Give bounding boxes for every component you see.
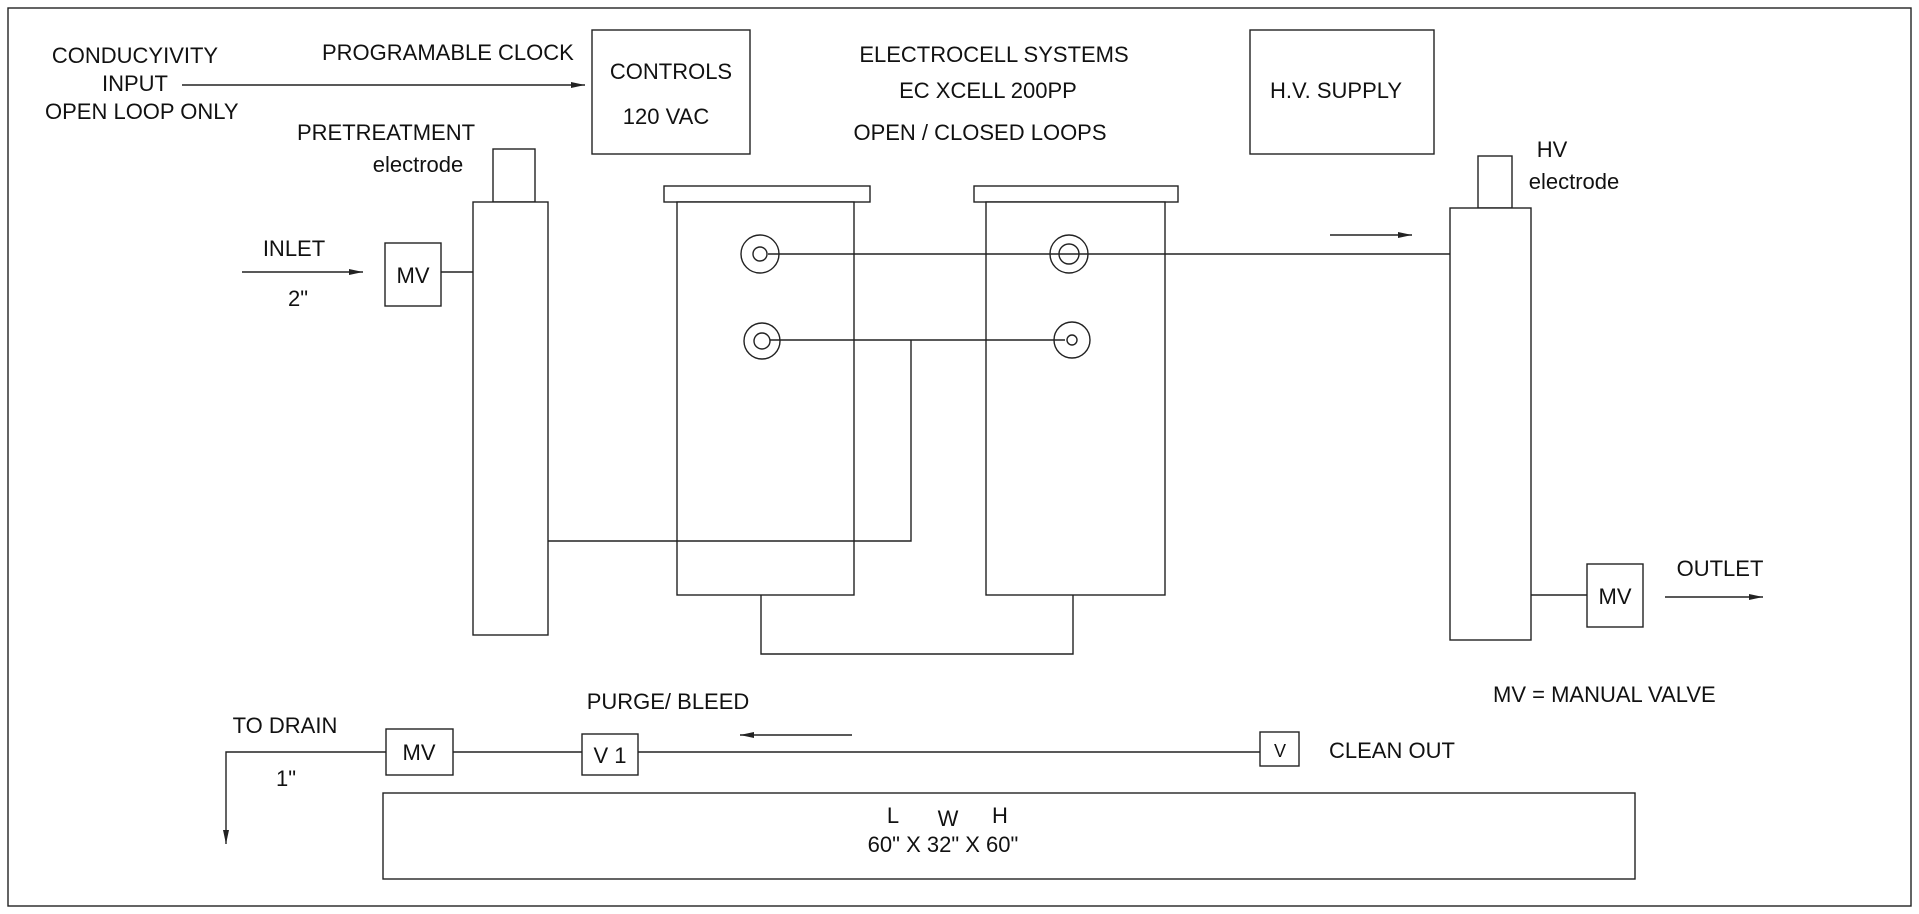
- diagram-border: [7, 7, 1912, 907]
- controls-voltage-label: 120 VAC: [623, 104, 710, 129]
- outlet-valve-label: MV: [1599, 584, 1632, 609]
- hv-electrode-cap: [1477, 155, 1513, 209]
- hv-supply-box: [1249, 29, 1435, 155]
- electrocell-title-line1: ELECTROCELL SYSTEMS: [859, 42, 1128, 67]
- pretreatment-column: [472, 201, 549, 636]
- inlet-label: INLET: [263, 236, 325, 261]
- clean-out-label: CLEAN OUT: [1329, 738, 1455, 763]
- skid-base: [382, 792, 1636, 880]
- controls-label: CONTROLS: [610, 59, 732, 84]
- drain-size-label: 1": [276, 766, 296, 791]
- outlet-manual-valve: [1586, 563, 1644, 628]
- electrocell-1-upper-port-inner: [752, 246, 768, 262]
- hv-column: [1449, 207, 1532, 641]
- v1-valve: [581, 733, 639, 776]
- manual-valve-legend: MV = MANUAL VALVE: [1493, 682, 1716, 707]
- dimensions-label: 60" X 32" X 60": [868, 832, 1019, 857]
- drain-pipe-arrow: [223, 751, 386, 844]
- cell-bottom-crossover-pipe: [760, 595, 1074, 655]
- drain-valve-label: MV: [403, 740, 436, 765]
- inlet-size-label: 2": [288, 286, 308, 311]
- outlet-label: OUTLET: [1677, 556, 1764, 581]
- dimension-w-label: W: [938, 806, 959, 831]
- conductivity-label-line2: INPUT: [102, 71, 168, 96]
- electrocell-2-lower-port-inner: [1066, 334, 1078, 346]
- drain-manual-valve: [385, 728, 454, 776]
- controls-box: [591, 29, 751, 155]
- hv-supply-label: H.V. SUPPLY: [1270, 78, 1402, 103]
- electrocell-1-lower-port: [743, 322, 781, 360]
- pretreatment-label: PRETREATMENT: [297, 120, 475, 145]
- conductivity-label-line1: CONDUCYIVITY: [52, 43, 219, 68]
- dimension-l-label: L: [887, 803, 899, 828]
- electrocell-title-line3: OPEN / CLOSED LOOPS: [853, 120, 1106, 145]
- pretreatment-to-cell-pipe: [548, 340, 912, 542]
- inlet-manual-valve: [384, 242, 442, 307]
- hv-label: HV: [1537, 137, 1568, 162]
- hv-electrode-label: electrode: [1529, 169, 1620, 194]
- electrocell-1-lid: [663, 185, 871, 203]
- to-drain-label: TO DRAIN: [233, 713, 338, 738]
- electrocell-title-line2: EC XCELL 200PP: [899, 78, 1077, 103]
- conductivity-label-line3: OPEN LOOP ONLY: [45, 99, 239, 124]
- clean-out-valve-label: V: [1274, 741, 1286, 761]
- electrocell-2-lid: [973, 185, 1179, 203]
- v1-valve-label: V 1: [593, 743, 626, 768]
- dimension-h-label: H: [992, 803, 1008, 828]
- inlet-valve-label: MV: [397, 263, 430, 288]
- purge-bleed-label: PURGE/ BLEED: [587, 689, 750, 714]
- pretreatment-electrode-cap: [492, 148, 536, 203]
- pretreatment-electrode-label: electrode: [373, 152, 464, 177]
- clean-out-valve: [1259, 731, 1300, 767]
- electrocell-2-body: [985, 201, 1166, 596]
- programable-clock-label: PROGRAMABLE CLOCK: [322, 40, 574, 65]
- electrocell-1-body: [676, 201, 855, 596]
- electrocell-1-lower-port-inner: [753, 332, 771, 350]
